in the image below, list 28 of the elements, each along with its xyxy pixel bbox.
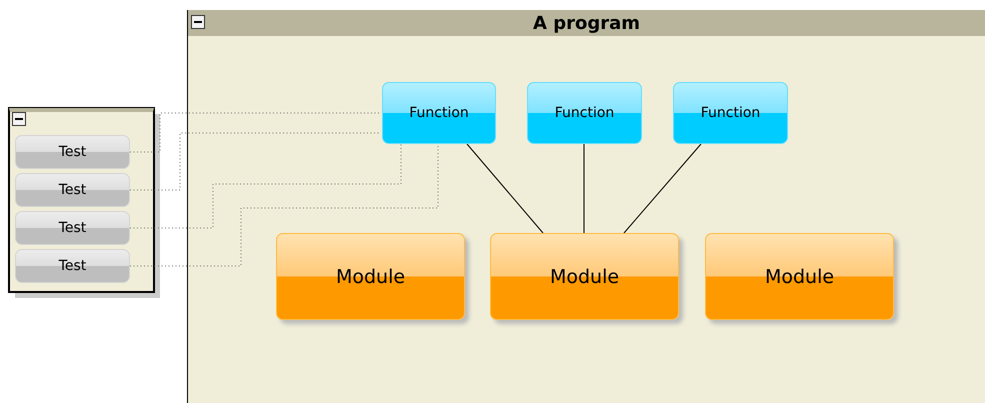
test-button [15, 173, 130, 207]
test-button [15, 249, 130, 283]
function-box [527, 82, 642, 144]
dotted-connector [130, 144, 402, 228]
test-button [15, 211, 130, 245]
node-label: Test [58, 182, 86, 198]
node-label: Module [764, 266, 834, 288]
connector-line [624, 144, 702, 234]
test-button [15, 135, 130, 169]
node-label: Test [58, 258, 86, 274]
node-label: Test [58, 144, 86, 160]
function-box [382, 82, 496, 144]
function-box [673, 82, 788, 144]
node-label: Test [58, 220, 86, 236]
title: A program [533, 12, 640, 34]
node-label: Module [550, 266, 620, 288]
module-box [490, 233, 679, 320]
module-box [705, 233, 894, 320]
node-label: Module [336, 266, 406, 288]
node-label: Function [700, 105, 760, 121]
node-label: Function [409, 105, 469, 121]
module-box [276, 233, 465, 320]
connector-line [466, 144, 544, 234]
program-frame [187, 10, 985, 403]
dotted-connector [130, 144, 438, 266]
node-label: Function [554, 105, 614, 121]
dotted-connector [130, 132, 382, 190]
dotted-connector [130, 112, 382, 152]
